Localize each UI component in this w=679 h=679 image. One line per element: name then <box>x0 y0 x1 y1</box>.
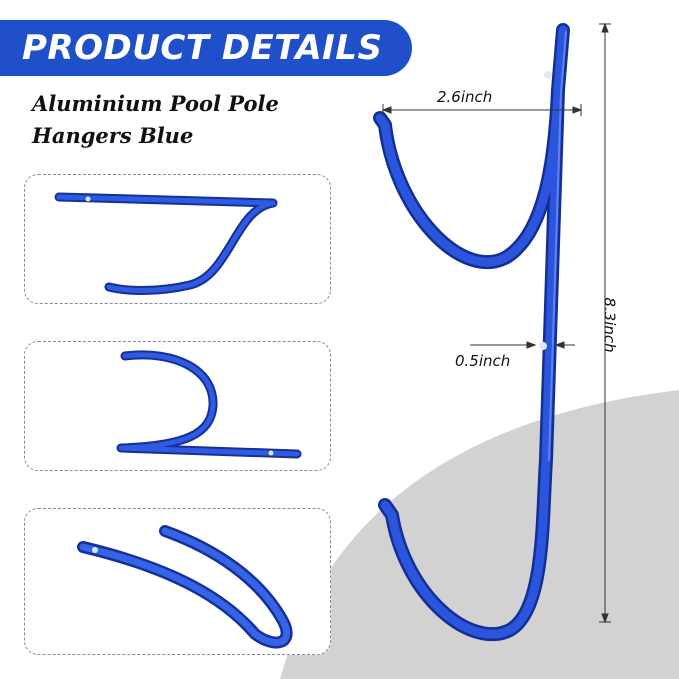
hanger-view-1 <box>54 192 278 295</box>
height-dimension-line <box>599 22 611 624</box>
screw-hole <box>92 547 98 553</box>
view-panel-top <box>24 174 331 304</box>
screw-hole-middle <box>539 342 547 350</box>
view-panel-bottom <box>24 508 331 655</box>
product-name-line-1: Aluminium Pool Pole <box>32 91 279 116</box>
product-name: Aluminium Pool Pole Hangers Blue <box>32 88 352 152</box>
hanger-view-3 <box>77 525 293 649</box>
screw-hole <box>85 196 91 202</box>
product-name-line-2: Hangers Blue <box>32 123 194 148</box>
screw-hole-top <box>544 71 552 79</box>
view-panel-middle <box>24 341 331 471</box>
banner-title: PRODUCT DETAILS <box>22 28 383 68</box>
width-dimension-line <box>381 104 583 116</box>
title-banner: PRODUCT DETAILS <box>0 20 412 76</box>
screw-hole <box>268 450 274 456</box>
height-label: 8.3inch <box>600 297 619 353</box>
hanger-view-2 <box>116 350 302 459</box>
width-label: 2.6inch <box>437 88 493 106</box>
thickness-label: 0.5inch <box>455 352 511 370</box>
thickness-dimension-line <box>470 341 575 349</box>
